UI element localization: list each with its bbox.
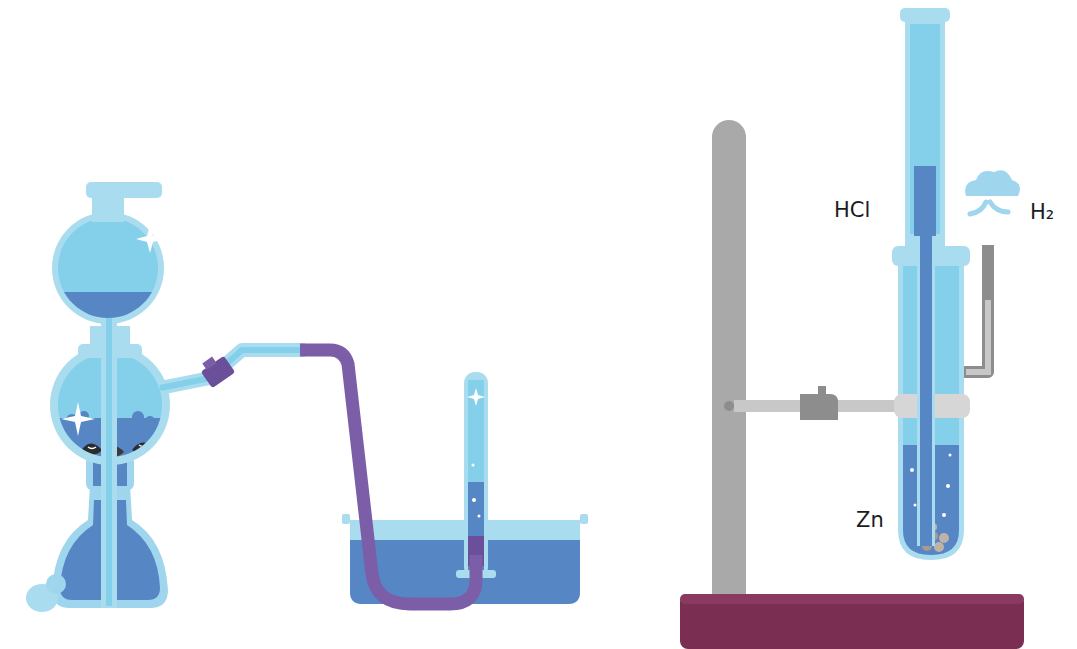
retort-stand (680, 120, 1024, 649)
kipp-apparatus (26, 182, 305, 612)
reaction-tube (892, 8, 1020, 560)
part-label: H₂ (1030, 202, 1054, 223)
part-label: HCl (834, 200, 870, 221)
collection-trough (300, 350, 588, 610)
part-label: Zn (856, 510, 884, 531)
